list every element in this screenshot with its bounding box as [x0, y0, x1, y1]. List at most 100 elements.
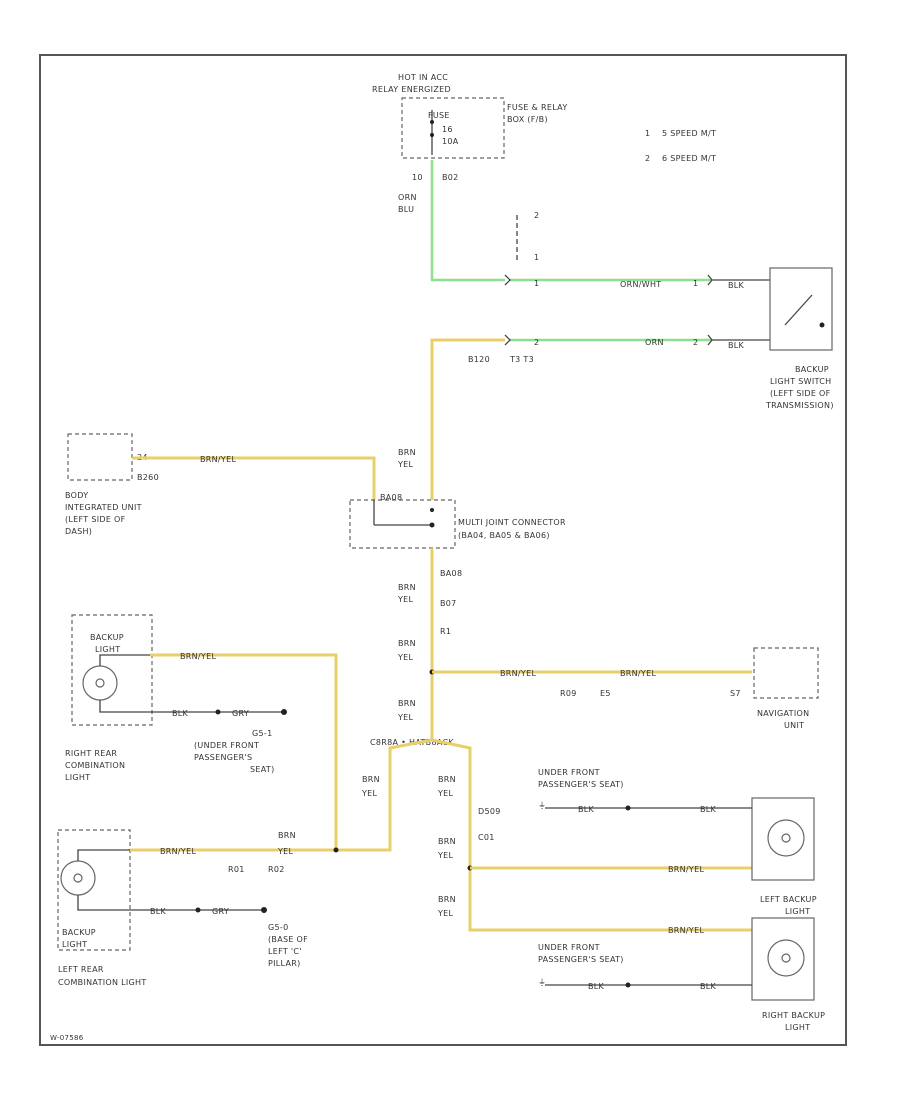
svg-text:NAVIGATION: NAVIGATION [757, 709, 809, 718]
wire-orn-label: ORN [645, 338, 664, 347]
svg-text:LEFT REAR: LEFT REAR [58, 965, 104, 974]
svg-text:BRN/YEL: BRN/YEL [668, 926, 704, 935]
svg-text:LIGHT: LIGHT [65, 773, 90, 782]
svg-text:BRN: BRN [398, 583, 416, 592]
hot-label: HOT IN ACC [398, 73, 448, 82]
svg-text:BRN: BRN [438, 775, 456, 784]
conn-r09: R09 [560, 689, 577, 698]
conn-r01: R01 [228, 865, 245, 874]
conn-r02: R02 [268, 865, 285, 874]
diagram-code: W-07586 [50, 1034, 84, 1042]
svg-text:BLK: BLK [150, 907, 167, 916]
svg-text:BACKUP: BACKUP [90, 633, 124, 642]
svg-text:YEL: YEL [397, 595, 414, 604]
svg-text:LIGHT: LIGHT [95, 645, 120, 654]
fuse-label: FUSE [428, 111, 450, 120]
wire-orn-blu-label-1: ORN [398, 193, 417, 202]
bulb-icon [767, 939, 805, 977]
svg-text:YEL: YEL [397, 460, 414, 469]
svg-text:GRY: GRY [232, 709, 249, 718]
wire-orn-wht-label: ORN/WHT [620, 280, 661, 289]
svg-text:BLK: BLK [588, 982, 605, 991]
svg-text:(UNDER FRONT: (UNDER FRONT [194, 741, 259, 750]
box-label-1: FUSE & RELAY [507, 103, 568, 112]
svg-text:PASSENGER'S: PASSENGER'S [194, 753, 252, 762]
svg-text:BRN: BRN [398, 699, 416, 708]
svg-text:UNIT: UNIT [784, 721, 804, 730]
svg-text:1: 1 [693, 279, 698, 288]
svg-text:PILLAR): PILLAR) [268, 959, 301, 968]
conn-t3: T3 T3 [509, 355, 534, 364]
svg-text:BRN/YEL: BRN/YEL [620, 669, 656, 678]
svg-text:BLK: BLK [700, 982, 717, 991]
svg-text:BRN/YEL: BRN/YEL [668, 865, 704, 874]
wire-brn-yel-body [132, 456, 376, 500]
svg-text:BA08: BA08 [440, 569, 462, 578]
svg-text:G5-1: G5-1 [252, 729, 272, 738]
svg-text:LEFT BACKUP: LEFT BACKUP [760, 895, 817, 904]
svg-text:BRN/YEL: BRN/YEL [160, 847, 196, 856]
svg-text:PASSENGER'S SEAT): PASSENGER'S SEAT) [538, 955, 624, 964]
svg-text:YEL: YEL [437, 789, 454, 798]
svg-text:B07: B07 [440, 599, 457, 608]
svg-text:2: 2 [534, 338, 539, 347]
svg-text:G5-0: G5-0 [268, 923, 288, 932]
svg-text:(LEFT SIDE OF: (LEFT SIDE OF [65, 515, 126, 524]
svg-text:BACKUP: BACKUP [62, 928, 96, 937]
legend-text-1: 5 SPEED M/T [662, 129, 716, 138]
svg-text:LIGHT: LIGHT [785, 1023, 810, 1032]
svg-text:RIGHT REAR: RIGHT REAR [65, 749, 117, 758]
conn-b120: B120 [468, 355, 490, 364]
svg-text:BLK: BLK [700, 805, 717, 814]
switch-label-4: TRANSMISSION) [765, 401, 834, 410]
bulb-icon [82, 665, 118, 701]
svg-text:YEL: YEL [397, 713, 414, 722]
svg-text:BRN/YEL: BRN/YEL [500, 669, 536, 678]
conn-b260: B260 [137, 473, 159, 482]
left-rear-combination-light: BACKUP LIGHT LEFT REAR COMBINATION LIGHT [57, 829, 146, 987]
multi-joint-connector: BA08 MULTI JOINT CONNECTOR (BA04, BA05 &… [349, 493, 566, 549]
svg-text:YEL: YEL [437, 909, 454, 918]
svg-text:(BASE OF: (BASE OF [268, 935, 308, 944]
svg-text:BRN: BRN [438, 837, 456, 846]
fuse-relay-box: HOT IN ACC RELAY ENERGIZED FUSE 16 10A F… [372, 73, 568, 182]
box-label-2: BOX (F/B) [507, 115, 548, 124]
svg-text:INTEGRATED UNIT: INTEGRATED UNIT [65, 503, 142, 512]
switch-num-1: 1 [534, 253, 539, 262]
svg-text:BODY: BODY [65, 491, 88, 500]
svg-text:SEAT): SEAT) [250, 765, 275, 774]
fuse-number: 16 [442, 125, 453, 134]
switch-num-2: 2 [534, 211, 539, 220]
svg-text:D509: D509 [478, 807, 501, 816]
left-backup-light: LEFT BACKUP LIGHT [751, 797, 817, 916]
backup-light-switch: BACKUP LIGHT SWITCH (LEFT SIDE OF TRANSM… [765, 267, 834, 410]
wire-orn-blu [430, 160, 505, 282]
wire-brn-yel-left [336, 738, 433, 852]
legend-num-1: 1 [645, 129, 650, 138]
body-integrated-unit: 24 B260 BODY INTEGRATED UNIT (LEFT SIDE … [65, 433, 159, 536]
pin-b: B02 [442, 173, 459, 182]
svg-text:BA08: BA08 [380, 493, 402, 502]
svg-text:BRN: BRN [362, 775, 380, 784]
svg-text:(BA04, BA05 & BA06): (BA04, BA05 & BA06) [458, 531, 550, 540]
svg-text:COMBINATION: COMBINATION [65, 761, 125, 770]
svg-text:RIGHT BACKUP: RIGHT BACKUP [762, 1011, 825, 1020]
svg-text:BLK: BLK [728, 281, 745, 290]
svg-text:BRN/YEL: BRN/YEL [180, 652, 216, 661]
svg-text:BRN: BRN [278, 831, 296, 840]
svg-text:LIGHT: LIGHT [785, 907, 810, 916]
svg-text:UNDER FRONT: UNDER FRONT [538, 943, 600, 952]
ground-icon: ⏚ [538, 801, 546, 810]
svg-text:R1: R1 [440, 627, 451, 636]
legend-text-2: 6 SPEED M/T [662, 154, 716, 163]
svg-text:BRN/YEL: BRN/YEL [200, 455, 236, 464]
fuse-amp: 10A [442, 137, 459, 146]
bulb-icon [60, 860, 96, 896]
switch-label-3: (LEFT SIDE OF [770, 389, 831, 398]
svg-text:BRN: BRN [398, 639, 416, 648]
wire-orn-blu-label-2: BLU [398, 205, 414, 214]
switch-label-1: BACKUP [795, 365, 829, 374]
ground-icon: ⏚ [538, 978, 546, 987]
navigation-unit: NAVIGATION UNIT [753, 647, 819, 730]
svg-text:GRY: GRY [212, 907, 229, 916]
